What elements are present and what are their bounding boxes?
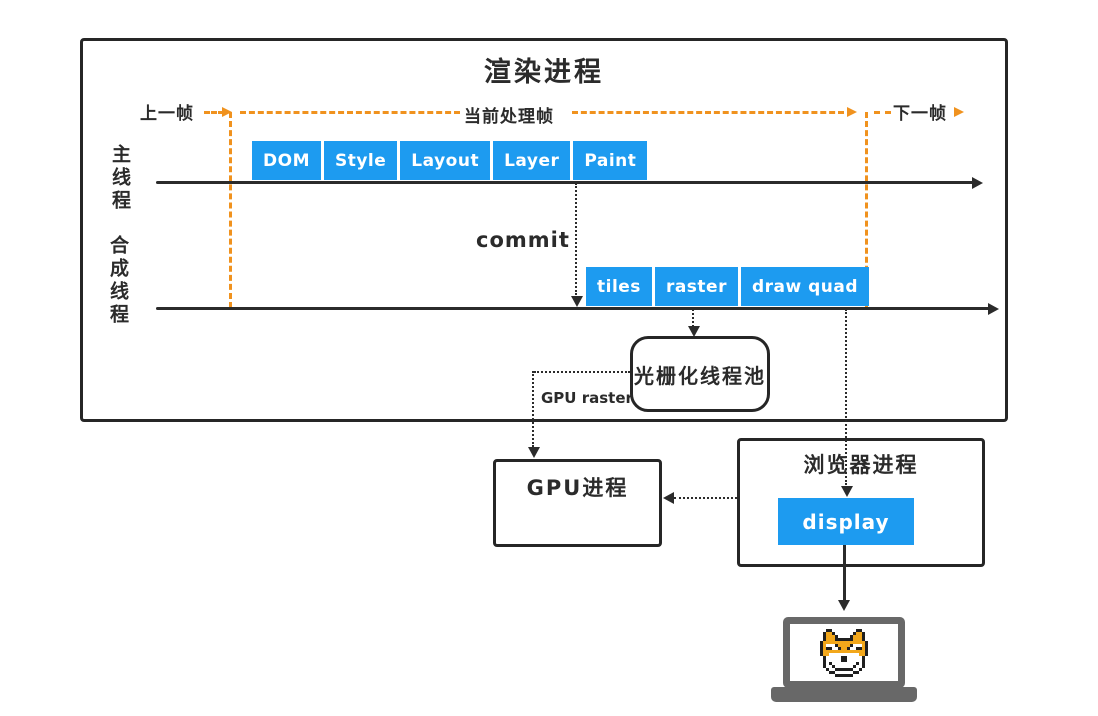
drawquad-to-display-arrow <box>845 309 847 485</box>
current-frame-arrow-icon <box>847 107 857 117</box>
main-thread-arrow-icon <box>972 176 983 189</box>
main-stage-box: Paint <box>573 141 648 180</box>
compositor-thread-label: 合成线程 <box>107 235 129 327</box>
laptop-base-icon <box>771 687 917 702</box>
commit-arrow <box>575 183 577 295</box>
next-frame-arrow-icon <box>954 107 964 117</box>
gpu-raster-label: GPU raster <box>541 389 633 407</box>
raster-pool-box: 光栅化线程池 <box>630 336 770 412</box>
commit-arrowhead-icon <box>570 296 583 307</box>
main-stage-box: Layer <box>493 141 571 180</box>
raster-to-pool-arrow <box>692 309 694 327</box>
gpu-process-label: GPU进程 <box>526 476 629 500</box>
display-to-screen-arrow <box>843 545 846 601</box>
current-frame-label: 当前处理帧 <box>464 107 554 127</box>
display-to-screen-arrowhead-icon <box>838 600 850 611</box>
compositor-thread-line <box>156 307 994 310</box>
compositor-stage-box: tiles <box>586 267 652 306</box>
main-stage-box: Style <box>323 141 398 180</box>
display-label: display <box>802 509 890 534</box>
main-thread-line <box>156 181 978 184</box>
next-frame-dash <box>874 111 891 114</box>
main-stage-box: Layout <box>400 141 491 180</box>
frame-divider-right <box>865 112 868 308</box>
raster-to-pool-arrowhead-icon <box>687 326 700 337</box>
render-process-title: 渲染进程 <box>484 57 604 88</box>
current-frame-dash-right <box>572 111 844 114</box>
browser-to-gpu-arrow <box>674 497 737 499</box>
pool-to-gpu-line-h <box>534 371 630 373</box>
compositor-stage-box: raster <box>654 267 738 306</box>
prev-frame-dash <box>204 111 224 114</box>
pool-to-gpu-line-v <box>532 371 534 447</box>
commit-label: commit <box>476 228 570 252</box>
gpu-process-box: GPU进程 <box>493 459 662 547</box>
main-thread-label: 主线程 <box>109 144 131 213</box>
current-frame-dash-left <box>240 111 460 114</box>
browser-to-gpu-arrowhead-icon <box>663 492 674 504</box>
browser-process-label: 浏览器进程 <box>803 453 919 477</box>
drawquad-to-display-arrowhead-icon <box>840 486 853 497</box>
display-box: display <box>778 498 914 545</box>
doge-icon <box>820 629 868 677</box>
render-process-box <box>80 38 1008 422</box>
prev-frame-label: 上一帧 <box>140 104 194 124</box>
raster-pool-label: 光栅化线程池 <box>634 363 766 388</box>
main-stage-box: DOM <box>252 141 321 180</box>
compositor-thread-arrow-icon <box>988 302 999 315</box>
frame-divider-left <box>229 112 232 308</box>
pool-to-gpu-arrowhead-icon <box>527 447 540 458</box>
next-frame-label: 下一帧 <box>893 104 947 124</box>
compositor-stage-box: draw quad <box>740 267 870 306</box>
prev-frame-arrow-icon <box>222 107 232 117</box>
